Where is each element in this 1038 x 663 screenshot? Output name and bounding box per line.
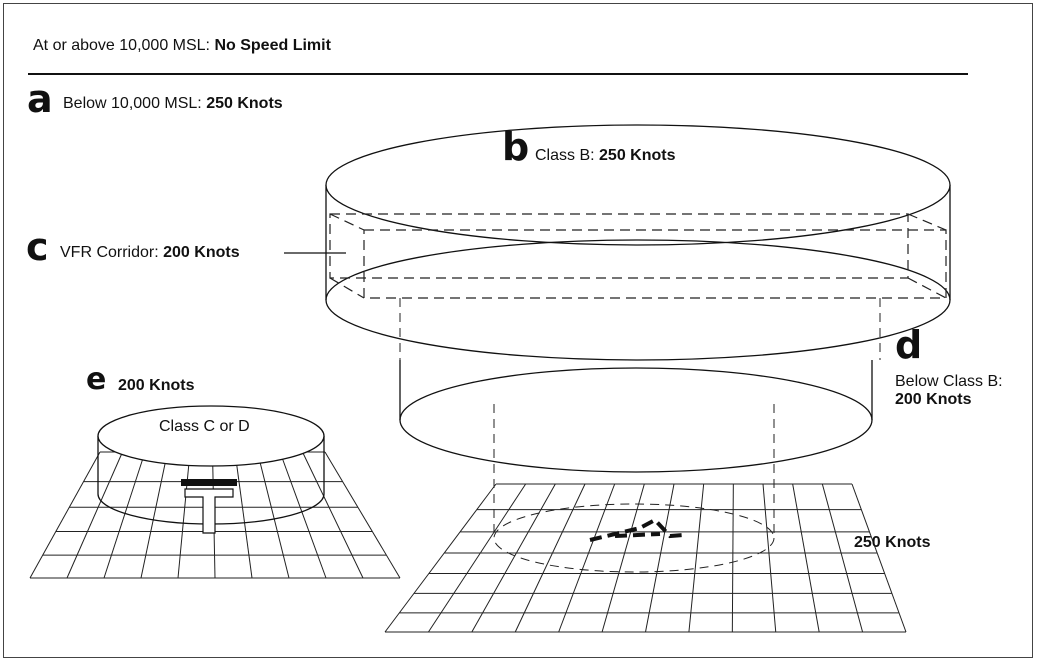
grid-line [792, 483, 820, 633]
class-c-d-cylinder [97, 405, 325, 525]
grid-line [427, 483, 527, 633]
grid-line [731, 483, 734, 633]
grid-line [558, 483, 616, 633]
class-b-lower-shelf [399, 360, 873, 473]
letter-e: e [86, 362, 107, 397]
label-d-value: 200 Knots [895, 390, 971, 409]
label-a-value: 250 Knots [206, 95, 283, 112]
class-c-d-label: Class C or D [159, 418, 250, 435]
grid-line [384, 483, 497, 633]
grid-line [645, 483, 675, 633]
label-e: 200 Knots [118, 376, 194, 395]
label-a: Below 10,000 MSL: 250 Knots [63, 94, 283, 113]
runway-icon-right [589, 517, 685, 542]
label-d-value-text: 200 Knots [895, 391, 972, 408]
grid-line [103, 451, 146, 579]
grid-line [514, 483, 586, 633]
grid-line [257, 451, 290, 579]
label-c-prefix: VFR Corridor: [60, 244, 164, 261]
letter-c: c [26, 225, 49, 269]
grid-line [279, 451, 327, 579]
label-d-line1: Below Class B: [895, 373, 1003, 390]
ground-speed-value: 250 Knots [854, 534, 931, 551]
grid-line [324, 451, 401, 579]
shelf-dashed-lines [399, 298, 881, 360]
letter-a: a [27, 77, 53, 121]
ground-speed-label: 250 Knots [854, 533, 930, 552]
label-b-prefix: Class B: [535, 147, 600, 164]
grid-line [688, 483, 705, 633]
grid-line [821, 483, 864, 633]
grid-line [851, 483, 907, 633]
label-b: Class B: 250 Knots [535, 146, 675, 165]
grid-line [601, 483, 645, 633]
grid-line [66, 451, 123, 579]
airport-ground-grid-right [384, 483, 907, 633]
vfr-corridor-box [329, 213, 947, 299]
letter-b: b [502, 125, 530, 169]
grid-line [302, 451, 364, 579]
grid-line [471, 483, 556, 633]
header-value: No Speed Limit [214, 37, 331, 54]
runway-t-icon-left [181, 479, 237, 534]
diagram-frame [3, 3, 1033, 658]
surface-area-cylinder [493, 404, 775, 573]
label-a-prefix: Below 10,000 MSL: [63, 95, 207, 112]
label-b-value: 250 Knots [599, 147, 676, 164]
label-e-value: 200 Knots [118, 377, 195, 394]
header-prefix: At or above 10,000 MSL: [33, 37, 215, 54]
grid-line [762, 483, 777, 633]
label-c: VFR Corridor: 200 Knots [60, 243, 240, 262]
grid-line [177, 451, 191, 579]
class-b-upper [325, 124, 951, 361]
letter-d: d [895, 323, 923, 367]
grid-line [140, 451, 168, 579]
grid-line [29, 451, 101, 579]
grid-line [234, 451, 253, 579]
header-speed-note: At or above 10,000 MSL: No Speed Limit [33, 36, 331, 55]
label-c-value: 200 Knots [163, 244, 240, 261]
